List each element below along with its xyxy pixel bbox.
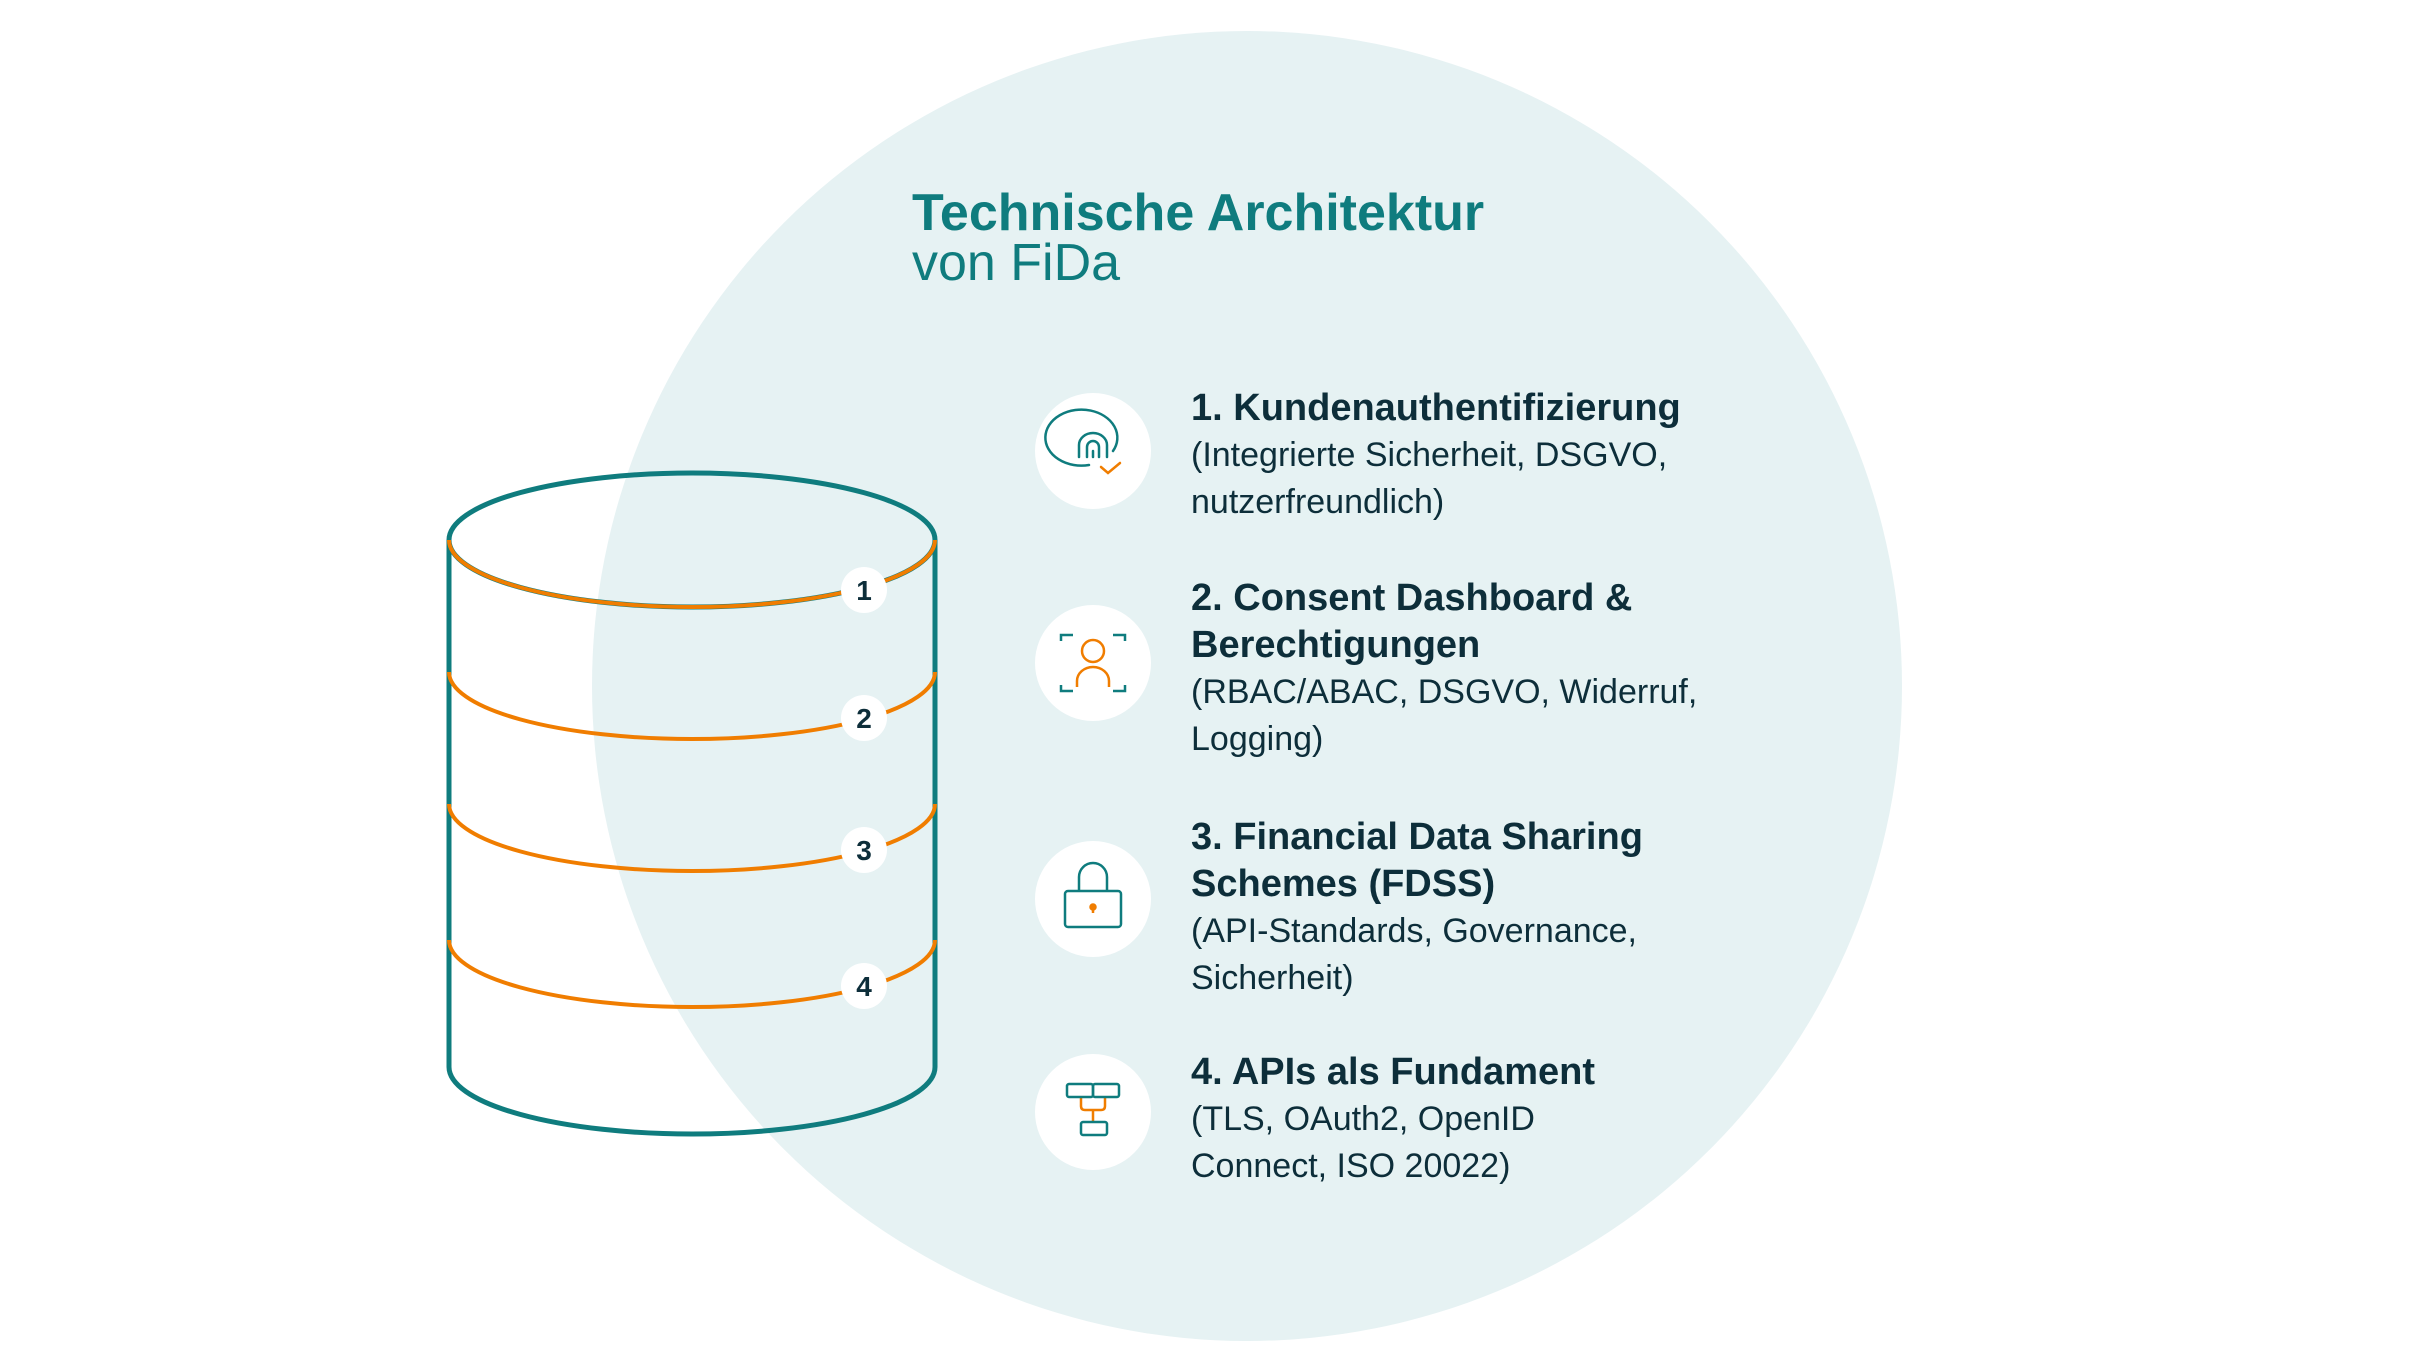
badge-2: 2 (856, 703, 872, 734)
cylinder-body (446, 540, 938, 1137)
item-consent-dashboard: 2. Consent Dashboard & Berechtigungen (R… (1191, 575, 1831, 763)
item-description-line: (Integrierte Sicherheit, DSGVO, (1191, 436, 1668, 474)
fingerprint-check-icon (1035, 393, 1151, 509)
item-description-line: Sicherheit) (1191, 959, 1354, 997)
background-circle (592, 31, 1902, 1341)
item-heading: 3. Financial Data Sharing (1191, 816, 1643, 858)
item-description-line: Connect, ISO 20022) (1191, 1147, 1511, 1185)
layer-line-2 (447, 671, 937, 741)
item-heading: 2. Consent Dashboard & (1191, 577, 1633, 619)
item-description-line: (API-Standards, Governance, (1191, 912, 1638, 950)
item-heading: Schemes (FDSS) (1191, 863, 1496, 905)
layer-line-3 (447, 803, 937, 873)
item-description-line: (TLS, OAuth2, OpenID (1191, 1100, 1535, 1138)
item-heading: Berechtigungen (1191, 624, 1481, 666)
user-scan-icon (1035, 605, 1151, 721)
api-hierarchy-icon (1035, 1054, 1151, 1170)
layer-badges: 1 2 3 4 (841, 567, 887, 1009)
item-fdss: 3. Financial Data Sharing Schemes (FDSS)… (1191, 814, 1831, 1002)
badge-1: 1 (856, 575, 872, 606)
padlock-icon (1035, 841, 1151, 957)
item-description-line: nutzerfreundlich) (1191, 483, 1445, 521)
database-cylinder (446, 470, 938, 1137)
title-line-2: von FiDa (912, 234, 1121, 292)
item-apis: 4. APIs als Fundament (TLS, OAuth2, Open… (1191, 1049, 1831, 1190)
item-description-line: (RBAC/ABAC, DSGVO, Widerruf, (1191, 673, 1698, 711)
item-description-line: Logging) (1191, 720, 1324, 758)
item-heading: 4. APIs als Fundament (1191, 1051, 1596, 1093)
layer-line-1 (447, 539, 937, 609)
item-heading: 1. Kundenauthentifizierung (1191, 387, 1681, 429)
title-line-1: Technische Architektur (912, 184, 1485, 242)
badge-4: 4 (856, 971, 872, 1002)
badge-3: 3 (856, 835, 872, 866)
layer-line-4 (447, 939, 937, 1009)
item-customer-authentication: 1. Kundenauthentifizierung (Integrierte … (1191, 385, 1831, 526)
